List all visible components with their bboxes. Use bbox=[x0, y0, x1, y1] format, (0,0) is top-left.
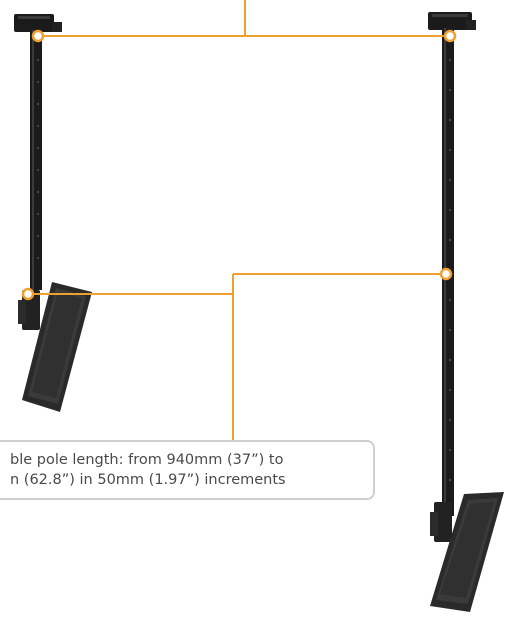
right-mid-marker bbox=[439, 267, 453, 281]
left-screen bbox=[22, 282, 92, 412]
left-pole bbox=[30, 30, 42, 290]
left-mount-assembly bbox=[14, 14, 92, 412]
right-top-marker bbox=[443, 29, 457, 43]
right-tilt-bracket bbox=[430, 502, 452, 542]
pole-end-leader-line bbox=[30, 273, 446, 442]
right-mount-assembly bbox=[428, 12, 504, 612]
right-ceiling-plate bbox=[428, 12, 476, 30]
top-leader-line bbox=[38, 0, 450, 37]
right-screen bbox=[430, 492, 504, 612]
left-ceiling-plate bbox=[14, 14, 62, 32]
left-bottom-marker bbox=[21, 287, 35, 301]
callout-line-1: ble pole length: from 940mm (37”) to bbox=[10, 452, 284, 468]
pole-length-callout: ble pole length: from 940mm (37”) to n (… bbox=[0, 440, 375, 500]
leader-lines bbox=[30, 0, 450, 442]
left-top-marker bbox=[31, 29, 45, 43]
leader-dots bbox=[21, 29, 457, 301]
callout-line-2: n (62.8”) in 50mm (1.97”) increments bbox=[10, 472, 286, 488]
